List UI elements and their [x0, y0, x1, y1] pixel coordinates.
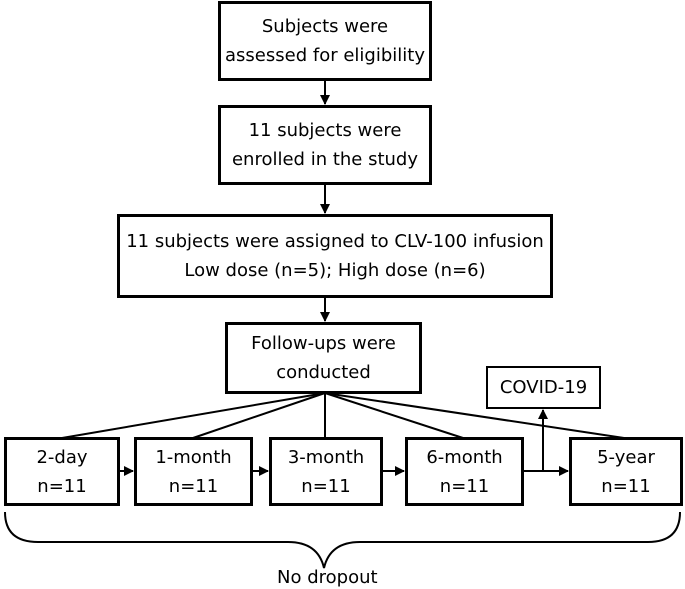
followups-box: Follow-ups were conducted [225, 322, 422, 394]
timepoint-count: n=11 [37, 475, 87, 497]
timepoint-label: 1-month [155, 446, 232, 468]
timepoint-box-1-month: 1-month n=11 [134, 437, 253, 506]
timepoint-box-6-month: 6-month n=11 [405, 437, 524, 506]
enrolled-line-1: 11 subjects were [248, 120, 402, 141]
followups-line-1: Follow-ups were [251, 333, 396, 354]
timepoint-label: 5-year [597, 446, 655, 468]
timepoint-box-5-year: 5-year n=11 [569, 437, 683, 506]
timepoint-count: n=11 [168, 475, 219, 497]
eligibility-line-2: assessed for eligibility [225, 45, 425, 66]
timepoint-label: 2-day [36, 446, 88, 468]
assigned-line-1: 11 subjects were assigned to CLV-100 inf… [126, 231, 544, 252]
enrolled-line-2: enrolled in the study [231, 149, 419, 170]
timepoint-box-2-day: 2-day n=11 [4, 437, 120, 506]
enrolled-box: 11 subjects were enrolled in the study [218, 105, 432, 185]
covid-label: COVID-19 [499, 377, 588, 398]
assigned-box: 11 subjects were assigned to CLV-100 inf… [117, 214, 553, 298]
fan-line-2-day [61, 392, 326, 439]
followups-line-2: conducted [276, 362, 371, 383]
assigned-line-2: Low dose (n=5); High dose (n=6) [184, 260, 486, 281]
timepoint-count: n=11 [301, 475, 351, 497]
eligibility-box: Subjects were assessed for eligibility [218, 1, 432, 81]
timepoint-label: 3-month [287, 446, 365, 468]
timepoint-label: 6-month [426, 446, 503, 468]
fan-line-1-month [192, 392, 326, 439]
fan-line-5-year [324, 392, 625, 439]
eligibility-line-1: Subjects were [261, 16, 389, 37]
covid-box: COVID-19 [486, 366, 601, 409]
timepoint-box-3-month: 3-month n=11 [269, 437, 383, 506]
fan-line-6-month [324, 392, 464, 439]
bottom-brace [4, 511, 681, 569]
no-dropout-label: No dropout [277, 567, 378, 588]
timepoint-count: n=11 [601, 475, 651, 497]
timepoint-count: n=11 [439, 475, 490, 497]
